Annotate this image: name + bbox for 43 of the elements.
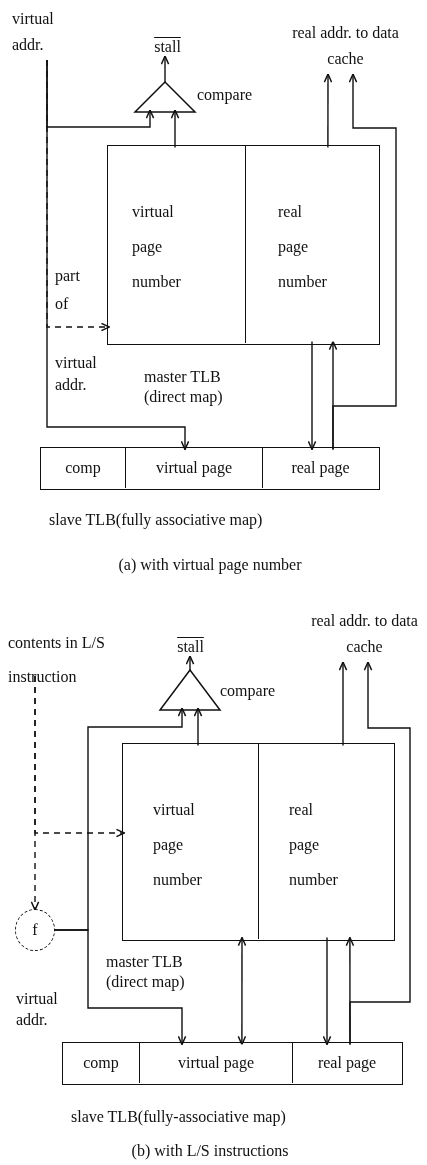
- tlb-field: comp: [41, 448, 126, 488]
- comparator-triangle: [160, 670, 220, 710]
- tlb-field: virtual page number: [123, 744, 259, 939]
- arrow: [323, 73, 333, 149]
- tlb-field: real page: [263, 448, 378, 488]
- tlb-field: real page number: [246, 146, 378, 343]
- signal-label: stall: [168, 634, 213, 658]
- table-title: master TLB (direct map): [144, 367, 224, 407]
- signal-label: stall: [145, 34, 190, 58]
- figure-caption: (b) with L/S instructions: [130, 1141, 290, 1162]
- arrow: [338, 661, 348, 747]
- arrow: [345, 936, 355, 1046]
- signal-text: real addr. to data cache: [302, 608, 427, 664]
- arrow: [322, 936, 332, 1046]
- arrow: [160, 55, 170, 84]
- arrow: [170, 109, 180, 149]
- comparator-triangle: [135, 82, 195, 112]
- arrow: [53, 929, 187, 1046]
- annotation-text: virtual addr.: [16, 989, 59, 1030]
- tlb-field: virtual page: [140, 1043, 293, 1083]
- dashed-arrow: [34, 675, 126, 838]
- arrow: [185, 655, 195, 672]
- signal-text: virtual addr.: [12, 6, 84, 62]
- signal-text: real addr. to data cache: [283, 20, 408, 76]
- tlb-field: comp: [63, 1043, 140, 1083]
- table-title: slave TLB(fully associative map): [49, 510, 263, 530]
- arrow: [307, 340, 317, 451]
- tlb-field: virtual page number: [108, 146, 246, 343]
- dashed-arrow: [46, 59, 111, 332]
- figure-caption: (a) with virtual page number: [117, 555, 303, 576]
- comparator-label: compare: [197, 85, 253, 106]
- arrow: [328, 340, 338, 451]
- annotation-text: virtual addr.: [55, 353, 98, 395]
- tlb-field: real page: [293, 1043, 401, 1083]
- tlb-field: real page number: [259, 744, 393, 939]
- table-title: slave TLB(fully-associative map): [71, 1107, 286, 1127]
- arrow: [237, 936, 247, 1046]
- tlb-field: virtual page: [126, 448, 263, 488]
- arrow: [193, 707, 203, 747]
- comparator-label: compare: [220, 681, 276, 702]
- arrow: [349, 661, 411, 1046]
- table-title: master TLB (direct map): [106, 952, 186, 992]
- annotation-text: part of: [55, 266, 81, 314]
